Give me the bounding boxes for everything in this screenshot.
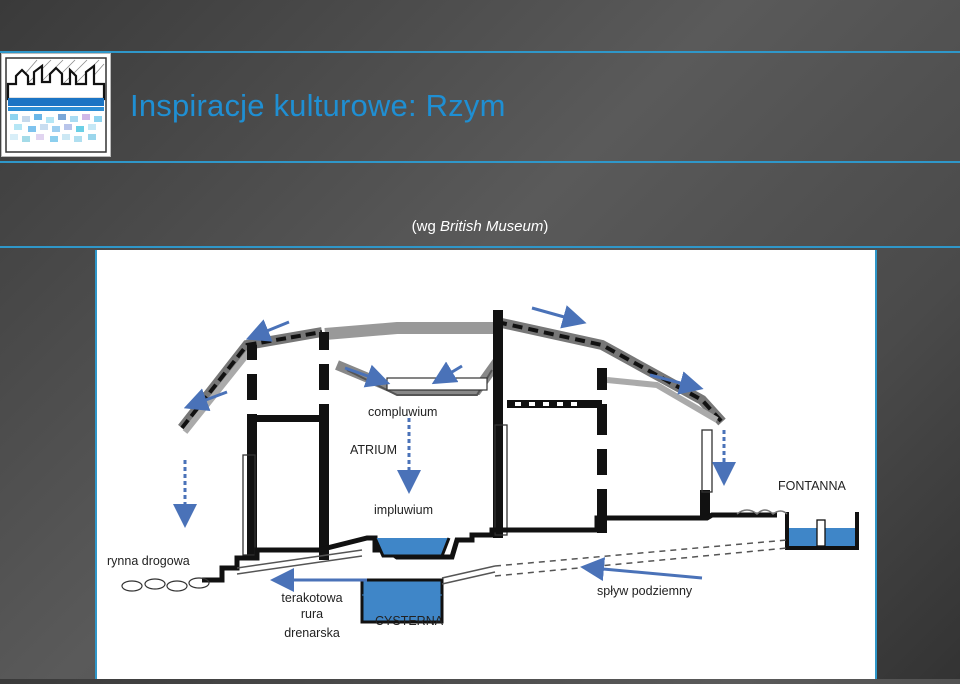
impluvium-basin <box>373 537 451 558</box>
wall-white-stripes <box>247 350 607 489</box>
source-credit: (wg British Museum) <box>0 218 960 235</box>
right-roof <box>495 317 726 426</box>
label-compluwium: compluwium <box>368 405 437 419</box>
left-floor-beam <box>257 415 322 422</box>
slide-title: Inspiracje kulturowe: Rzym <box>130 88 506 123</box>
ground-line <box>202 512 777 583</box>
label-cysterna: CYSTERNA <box>375 614 444 628</box>
credit-prefix: (wg <box>411 218 440 235</box>
label-fontanna: FONTANNA <box>778 479 846 493</box>
cistern <box>360 578 444 624</box>
walls <box>247 310 710 560</box>
diagram-panel: compluwium ATRIUM impluwium FONTANNA ryn… <box>95 250 877 679</box>
roman-house-water-diagram: compluwium ATRIUM impluwium FONTANNA ryn… <box>107 305 859 640</box>
pipes <box>236 549 496 585</box>
label-atrium: ATRIUM <box>350 443 397 457</box>
lower-rule <box>0 246 960 248</box>
beam <box>507 400 602 408</box>
logo <box>1 53 111 157</box>
columns <box>242 424 713 556</box>
label-rynna: rynna drogowa <box>107 554 190 568</box>
label-impluwium: impluwium <box>374 503 433 517</box>
central-roof <box>324 322 502 396</box>
flow-arrows <box>183 305 704 592</box>
label-terakotowa: terakotowa <box>281 591 342 605</box>
credit-suffix: ) <box>543 218 549 235</box>
label-splyw: spływ podziemny <box>597 584 693 598</box>
road-drain <box>121 577 210 592</box>
city-water-logo-icon <box>5 57 107 153</box>
underground-drain <box>494 539 788 577</box>
label-drenarska: drenarska <box>284 626 340 640</box>
credit-source: British Museum <box>439 218 544 235</box>
top-rule <box>0 51 960 53</box>
rain-arrows <box>173 418 736 528</box>
fountain-basin <box>785 512 859 550</box>
label-rura: rura <box>301 607 323 621</box>
middle-rule <box>0 161 960 163</box>
